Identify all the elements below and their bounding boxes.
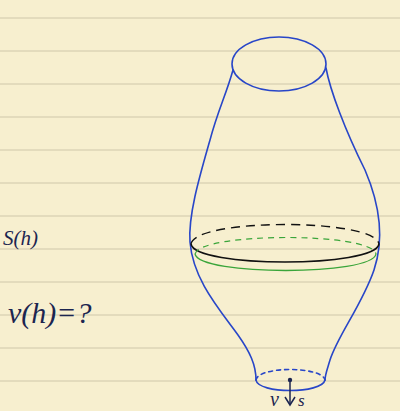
paper-lines — [0, 18, 400, 381]
outflow-arrow — [285, 378, 295, 405]
velocity-label: v — [270, 389, 279, 409]
cross-section — [191, 225, 379, 271]
hole-label: s — [298, 392, 305, 409]
question-label: v(h)=? — [8, 298, 92, 328]
vessel-outline — [190, 37, 380, 391]
area-label: S(h) — [3, 228, 38, 249]
